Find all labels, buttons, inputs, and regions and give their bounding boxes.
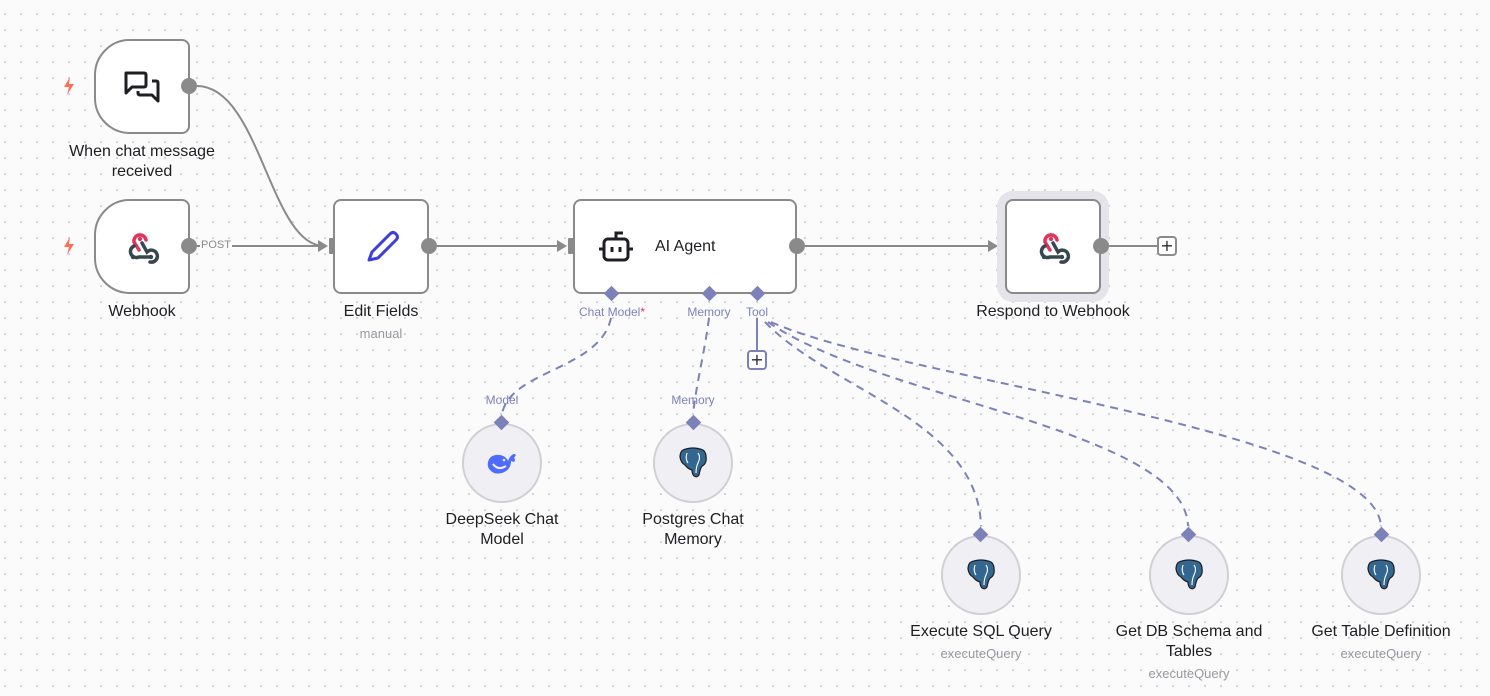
connection-chat-to-edit — [196, 85, 325, 247]
port-label-text: Chat Model — [578, 305, 641, 319]
arrow-head — [988, 240, 998, 252]
output-handle[interactable] — [421, 238, 437, 254]
trigger-bolt-icon — [64, 77, 74, 95]
node-postgres-chat-memory[interactable] — [653, 423, 733, 503]
node-respond-to-webhook[interactable] — [1005, 199, 1101, 294]
webhook-icon — [1035, 230, 1071, 264]
robot-icon — [597, 230, 635, 264]
connection-chatmodel-to-deepseek — [501, 317, 612, 415]
connection-tool-to-gettabledef — [770, 321, 1382, 527]
label-line: Memory — [664, 531, 722, 548]
port-label-memory: Memory — [687, 305, 731, 319]
add-node-button[interactable]: + — [1157, 236, 1177, 256]
label-line: Get DB Schema and — [1115, 623, 1263, 640]
node-label: When chat message received — [69, 142, 215, 182]
label-line: received — [111, 163, 173, 180]
output-handle[interactable] — [1093, 238, 1109, 254]
output-handle[interactable] — [181, 238, 197, 254]
node-edit-fields[interactable] — [333, 199, 429, 294]
connection-tool-to-execsql — [764, 321, 982, 527]
input-handle[interactable] — [999, 238, 1007, 254]
postgres-elephant-icon — [1174, 559, 1204, 591]
postgres-elephant-icon — [1366, 559, 1396, 591]
node-label: Postgres Chat Memory — [642, 510, 743, 550]
chat-bubbles-icon — [122, 69, 162, 105]
output-handle[interactable] — [181, 78, 197, 94]
edge-label-post: POST — [200, 239, 232, 251]
webhook-icon — [124, 230, 160, 264]
label-line: When chat message — [69, 143, 215, 160]
node-label: Respond to Webhook — [976, 303, 1130, 320]
node-label: Edit Fields — [343, 303, 419, 320]
node-label: Get DB Schema and Tables — [1116, 622, 1263, 662]
connection-tool-to-getschema — [767, 321, 1189, 527]
label-line: Model — [480, 531, 524, 548]
postgres-elephant-icon — [966, 559, 996, 591]
node-execute-sql-query[interactable] — [941, 535, 1021, 615]
node-webhook[interactable] — [94, 199, 190, 294]
node-ai-agent[interactable]: AI Agent — [573, 199, 797, 294]
add-tool-button[interactable]: + — [747, 350, 767, 370]
port-label-tool: Tool — [745, 305, 769, 319]
port-label-memory-in: Memory — [671, 393, 715, 407]
node-chat-trigger[interactable] — [94, 39, 190, 134]
node-sublabel: manual — [359, 326, 403, 341]
postgres-elephant-icon — [678, 447, 708, 479]
arrow-head — [557, 240, 567, 252]
output-handle[interactable] — [789, 238, 805, 254]
node-get-table-definition[interactable] — [1341, 535, 1421, 615]
port-label-model-in: Model — [485, 393, 519, 407]
node-label: Execute SQL Query — [910, 623, 1052, 640]
trigger-bolt-icon — [64, 237, 74, 255]
label-line: Tables — [1165, 643, 1213, 660]
deepseek-whale-icon — [486, 450, 518, 476]
arrow-head — [318, 240, 328, 252]
port-label-chat-model: Chat Model* — [579, 305, 645, 319]
node-label: Webhook — [108, 303, 176, 320]
node-title: AI Agent — [655, 237, 716, 255]
pencil-icon — [361, 227, 401, 267]
required-marker: * — [640, 305, 646, 319]
node-sublabel: executeQuery — [1148, 666, 1230, 681]
label-line: Postgres Chat — [642, 511, 744, 528]
node-label: DeepSeek Chat Model — [446, 510, 559, 550]
node-label: Get Table Definition — [1311, 623, 1451, 640]
node-sublabel: executeQuery — [940, 646, 1022, 661]
node-sublabel: executeQuery — [1340, 646, 1422, 661]
node-get-db-schema[interactable] — [1149, 535, 1229, 615]
input-handle[interactable] — [568, 238, 576, 254]
node-deepseek-chat-model[interactable] — [462, 423, 542, 503]
label-line: DeepSeek Chat — [445, 511, 559, 528]
